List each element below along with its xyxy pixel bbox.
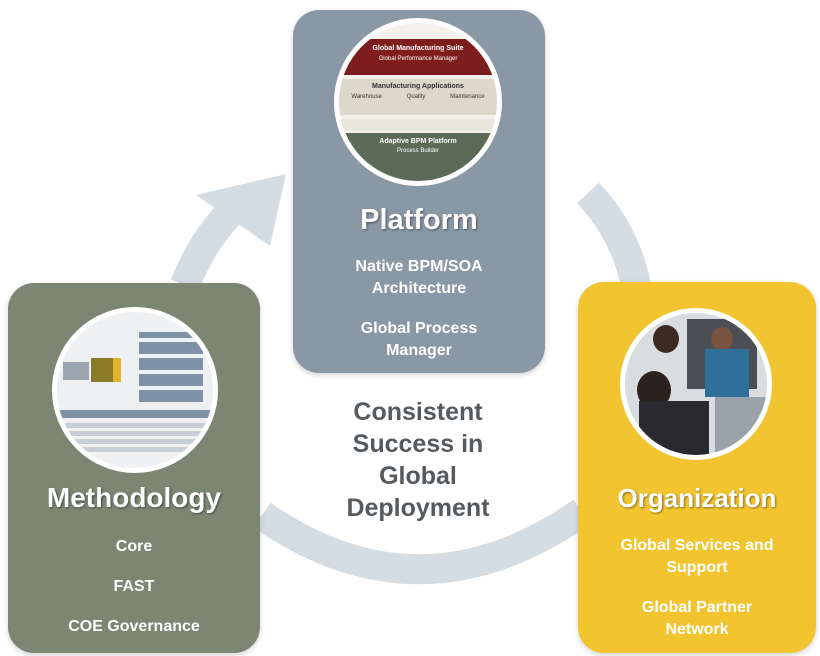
methodology-card: Methodology Core FAST COE Governance xyxy=(8,283,260,653)
organization-item: Network xyxy=(665,621,729,638)
ring-segment-bottom xyxy=(253,499,591,585)
organization-photo xyxy=(620,308,772,460)
center-line: Consistent xyxy=(353,398,483,426)
bpm-band-label: Adaptive BPM Platform xyxy=(379,138,457,145)
center-caption: Consistent Success in Global Deployment xyxy=(318,396,518,524)
methodology-item: COE Governance xyxy=(68,618,200,635)
center-line: Global xyxy=(379,462,457,490)
apps-item: Maintenance xyxy=(450,94,485,100)
ring-segment-right xyxy=(576,182,651,289)
methodology-item: Core xyxy=(115,538,153,555)
platform-title: Platform xyxy=(360,204,478,236)
bpm-row-label: Process Builder xyxy=(396,148,440,154)
platform-item: Manager xyxy=(386,342,452,359)
platform-item: Architecture xyxy=(371,280,467,297)
center-line: Deployment xyxy=(346,494,490,522)
organization-item: Global Partner xyxy=(641,599,753,616)
organization-item: Global Services and xyxy=(620,537,774,554)
methodology-screenshot xyxy=(52,307,218,473)
methodology-title: Methodology xyxy=(46,482,222,513)
apps-item: Quality xyxy=(406,94,426,100)
suite-row-label: Global Performance Manager xyxy=(378,56,458,62)
platform-item: Native BPM/SOA xyxy=(355,258,483,275)
platform-card: Global Manufacturing Suite Global Perfor… xyxy=(293,10,545,373)
apps-item: Warehouse xyxy=(351,94,382,100)
suite-band-label: Global Manufacturing Suite xyxy=(372,45,464,52)
platform-item: Global Process xyxy=(360,320,478,337)
organization-card: Organization Global Services and Support… xyxy=(578,282,816,653)
center-line: Success in xyxy=(352,430,484,458)
organization-title: Organization xyxy=(617,483,777,513)
platform-screenshot: Global Manufacturing Suite Global Perfor… xyxy=(334,18,502,186)
ring-arrowhead xyxy=(196,174,286,246)
organization-item: Support xyxy=(666,559,728,576)
apps-band-label: Manufacturing Applications xyxy=(372,83,464,90)
methodology-item: FAST xyxy=(113,578,155,595)
